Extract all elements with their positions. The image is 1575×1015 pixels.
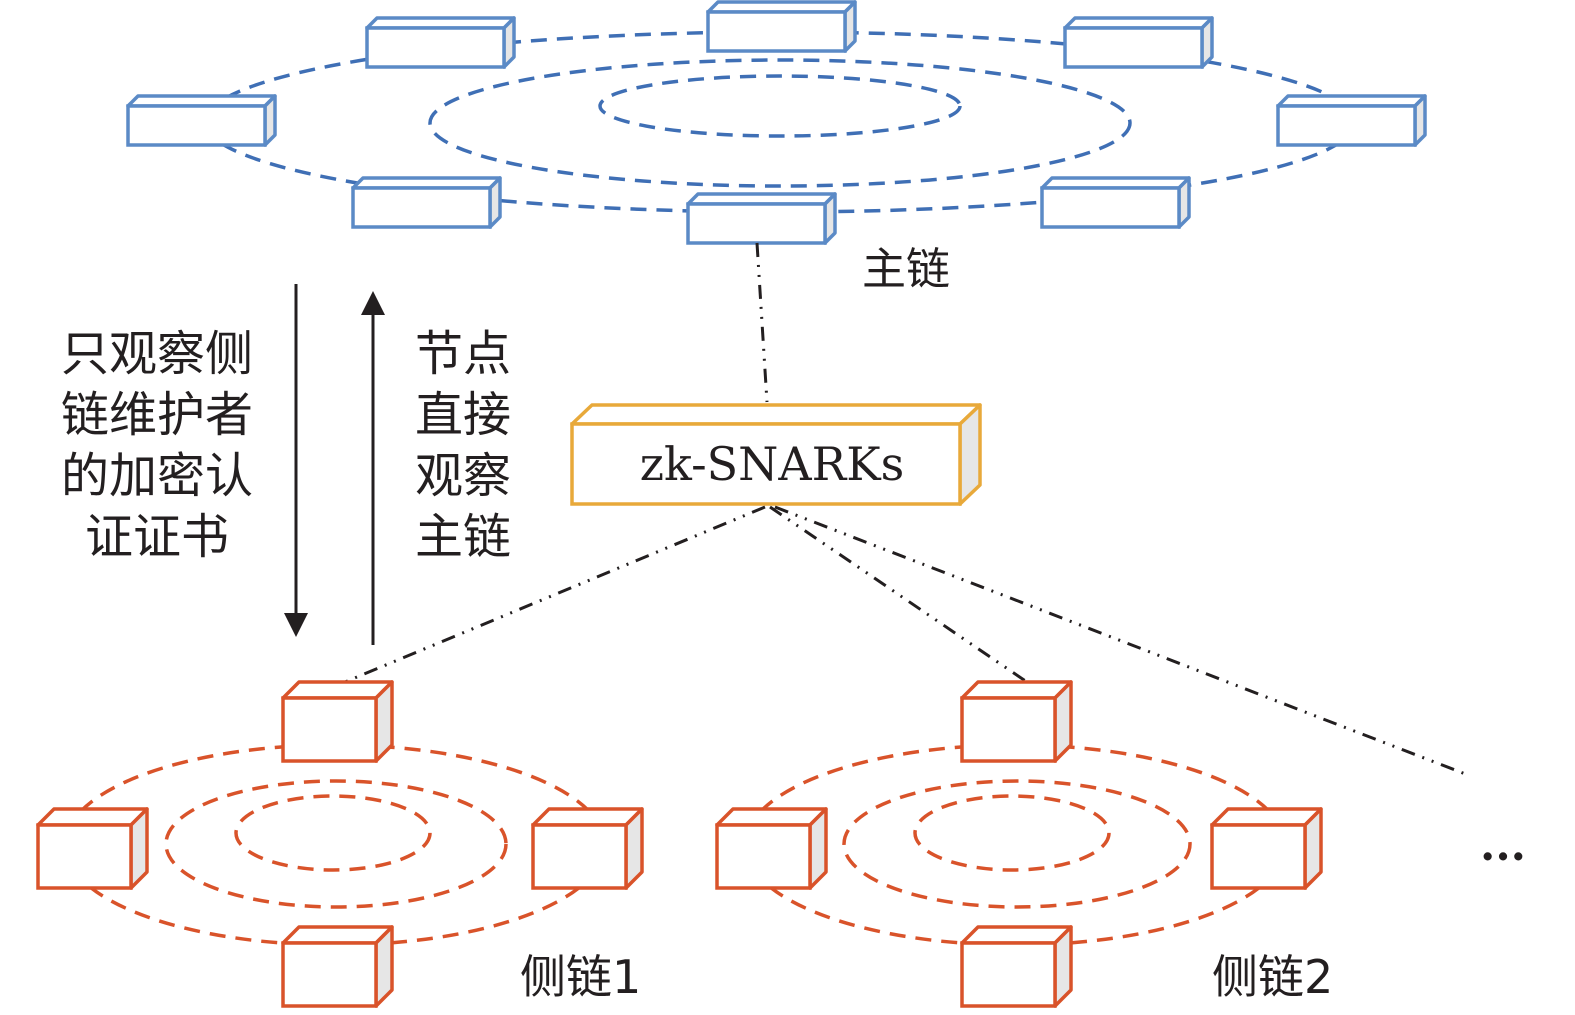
left-annotation-line: 的加密认 bbox=[61, 448, 253, 504]
zk-box-top-face bbox=[570, 403, 982, 426]
node-front-face bbox=[960, 696, 1057, 763]
sidechain-1-inner-ring bbox=[234, 794, 432, 872]
node-front-face bbox=[1063, 26, 1204, 69]
node-front-face bbox=[706, 10, 847, 53]
sidechain-1: 侧链1 bbox=[36, 680, 644, 1008]
node-side-face bbox=[1303, 807, 1323, 890]
left-annotation: 只观察侧 链维护者 的加密认 证证书 bbox=[61, 326, 253, 565]
left-annotation-line: 证证书 bbox=[85, 509, 229, 565]
node-front-face bbox=[1210, 823, 1307, 890]
node-front-face bbox=[365, 26, 506, 69]
node-side-face bbox=[624, 807, 644, 890]
sidechain-1-middle-ring bbox=[164, 779, 508, 909]
left-annotation-line: 只观察侧 bbox=[61, 326, 253, 382]
sidechain-node bbox=[531, 807, 644, 890]
node-top-face bbox=[531, 807, 644, 827]
main-chain-node bbox=[686, 192, 837, 245]
sidechain-node bbox=[281, 925, 394, 1008]
sidechain-node bbox=[715, 807, 828, 890]
node-top-face bbox=[281, 680, 394, 700]
zk-box-side-face bbox=[958, 403, 982, 506]
sidechain-node bbox=[36, 807, 149, 890]
right-annotation-line: 节点 bbox=[415, 326, 511, 382]
node-front-face bbox=[531, 823, 628, 890]
node-side-face bbox=[374, 680, 394, 763]
node-top-face bbox=[960, 925, 1073, 945]
node-front-face bbox=[351, 186, 492, 229]
right-annotation-line: 直接 bbox=[415, 387, 511, 443]
main-chain-node bbox=[126, 94, 277, 147]
main-chain-node bbox=[1276, 94, 1427, 147]
left-annotation-line: 链维护者 bbox=[61, 387, 253, 443]
node-top-face bbox=[1210, 807, 1323, 827]
zk-box-front-face bbox=[570, 422, 962, 506]
main-chain-node bbox=[351, 176, 502, 229]
main-to-zk-connector bbox=[755, 242, 769, 403]
node-front-face bbox=[715, 823, 812, 890]
node-front-face bbox=[1276, 104, 1417, 147]
node-side-face bbox=[374, 925, 394, 1008]
zk-to-sidechain1-connector bbox=[344, 505, 766, 684]
sidechain-1-label: 侧链1 bbox=[520, 950, 641, 1004]
node-top-face bbox=[715, 807, 828, 827]
zk-connectors bbox=[344, 505, 1469, 777]
node-top-face bbox=[36, 807, 149, 827]
node-side-face bbox=[808, 807, 828, 890]
node-front-face bbox=[686, 202, 827, 245]
node-front-face bbox=[36, 823, 133, 890]
sidechain-node bbox=[281, 680, 394, 763]
zk-snarks-box: zk-SNARKs bbox=[570, 403, 982, 506]
right-annotation: 节点 直接 观察 主链 bbox=[415, 326, 511, 565]
sidechain-node bbox=[1210, 807, 1323, 890]
right-annotation-line: 观察 bbox=[415, 448, 511, 504]
sidechain-node bbox=[960, 925, 1073, 1008]
main-chain-nodes bbox=[126, 0, 1427, 245]
node-side-face bbox=[1053, 680, 1073, 763]
node-front-face bbox=[1040, 186, 1181, 229]
sidechain-2-label: 侧链2 bbox=[1212, 950, 1333, 1004]
node-front-face bbox=[281, 941, 378, 1008]
node-side-face bbox=[129, 807, 149, 890]
sidechain-2-nodes bbox=[715, 680, 1323, 1008]
main-chain-node bbox=[1063, 16, 1214, 69]
zk-snarks-label: zk-SNARKs bbox=[640, 437, 904, 491]
main-chain-node bbox=[365, 16, 516, 69]
more-sidechains-ellipsis: ... bbox=[1480, 820, 1526, 871]
node-front-face bbox=[960, 941, 1057, 1008]
node-front-face bbox=[126, 104, 267, 147]
main-chain-node bbox=[1040, 176, 1191, 229]
node-top-face bbox=[960, 680, 1073, 700]
right-annotation-line: 主链 bbox=[415, 509, 511, 565]
zk-to-more-sidechains-connector bbox=[774, 505, 1469, 777]
node-side-face bbox=[1053, 925, 1073, 1008]
zk-to-sidechain2-connector bbox=[769, 505, 1028, 684]
main-chain-label: 主链 bbox=[862, 244, 950, 295]
main-chain-middle-ring bbox=[428, 58, 1132, 188]
node-top-face bbox=[281, 925, 394, 945]
node-front-face bbox=[281, 696, 378, 763]
sidechain-2: 侧链2 bbox=[715, 680, 1333, 1008]
sidechain-2-middle-ring bbox=[842, 779, 1192, 909]
main-chain-node bbox=[706, 0, 857, 53]
main-chain-inner-ring bbox=[598, 74, 962, 138]
sidechain-node bbox=[960, 680, 1073, 763]
sidechain-2-inner-ring bbox=[913, 794, 1111, 872]
sidechain-1-nodes bbox=[36, 680, 644, 1008]
